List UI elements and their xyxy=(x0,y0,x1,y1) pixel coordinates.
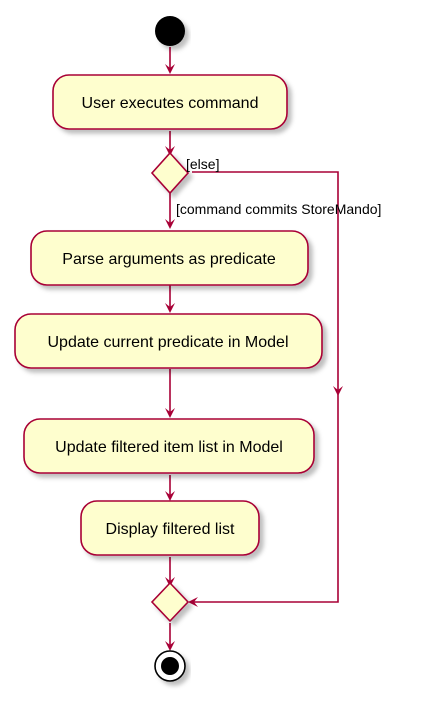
guard-else-label: [else] xyxy=(186,156,219,172)
arrowheads xyxy=(165,64,343,651)
arrowhead xyxy=(165,146,175,156)
guard-commits-label: [command commits StoreMando] xyxy=(176,201,381,217)
action-label: Update current predicate in Model xyxy=(47,334,288,351)
action-label: Update filtered item list in Model xyxy=(55,439,283,456)
arrowhead xyxy=(165,641,175,651)
start-node xyxy=(155,16,185,46)
arrowhead xyxy=(165,491,175,501)
end-node xyxy=(154,650,186,682)
arrowhead xyxy=(165,303,175,313)
action-user-executes-command: User executes command xyxy=(52,74,288,130)
arrowhead xyxy=(165,219,175,229)
action-label: Display filtered list xyxy=(106,521,235,538)
arrowhead xyxy=(165,64,175,74)
action-display-filtered-list: Display filtered list xyxy=(80,500,260,556)
arrowhead xyxy=(333,386,343,396)
action-update-current-predicate: Update current predicate in Model xyxy=(14,313,323,369)
action-label: User executes command xyxy=(82,95,259,112)
connectors xyxy=(169,47,339,645)
merge-node xyxy=(150,581,190,623)
action-parse-arguments: Parse arguments as predicate xyxy=(30,230,309,286)
arrowhead xyxy=(188,597,198,607)
arrowhead xyxy=(165,408,175,418)
decision-node xyxy=(150,151,190,195)
action-label: Parse arguments as predicate xyxy=(62,251,276,268)
edge-else-branch xyxy=(192,171,339,603)
action-update-filtered-item-list: Update filtered item list in Model xyxy=(23,418,315,474)
